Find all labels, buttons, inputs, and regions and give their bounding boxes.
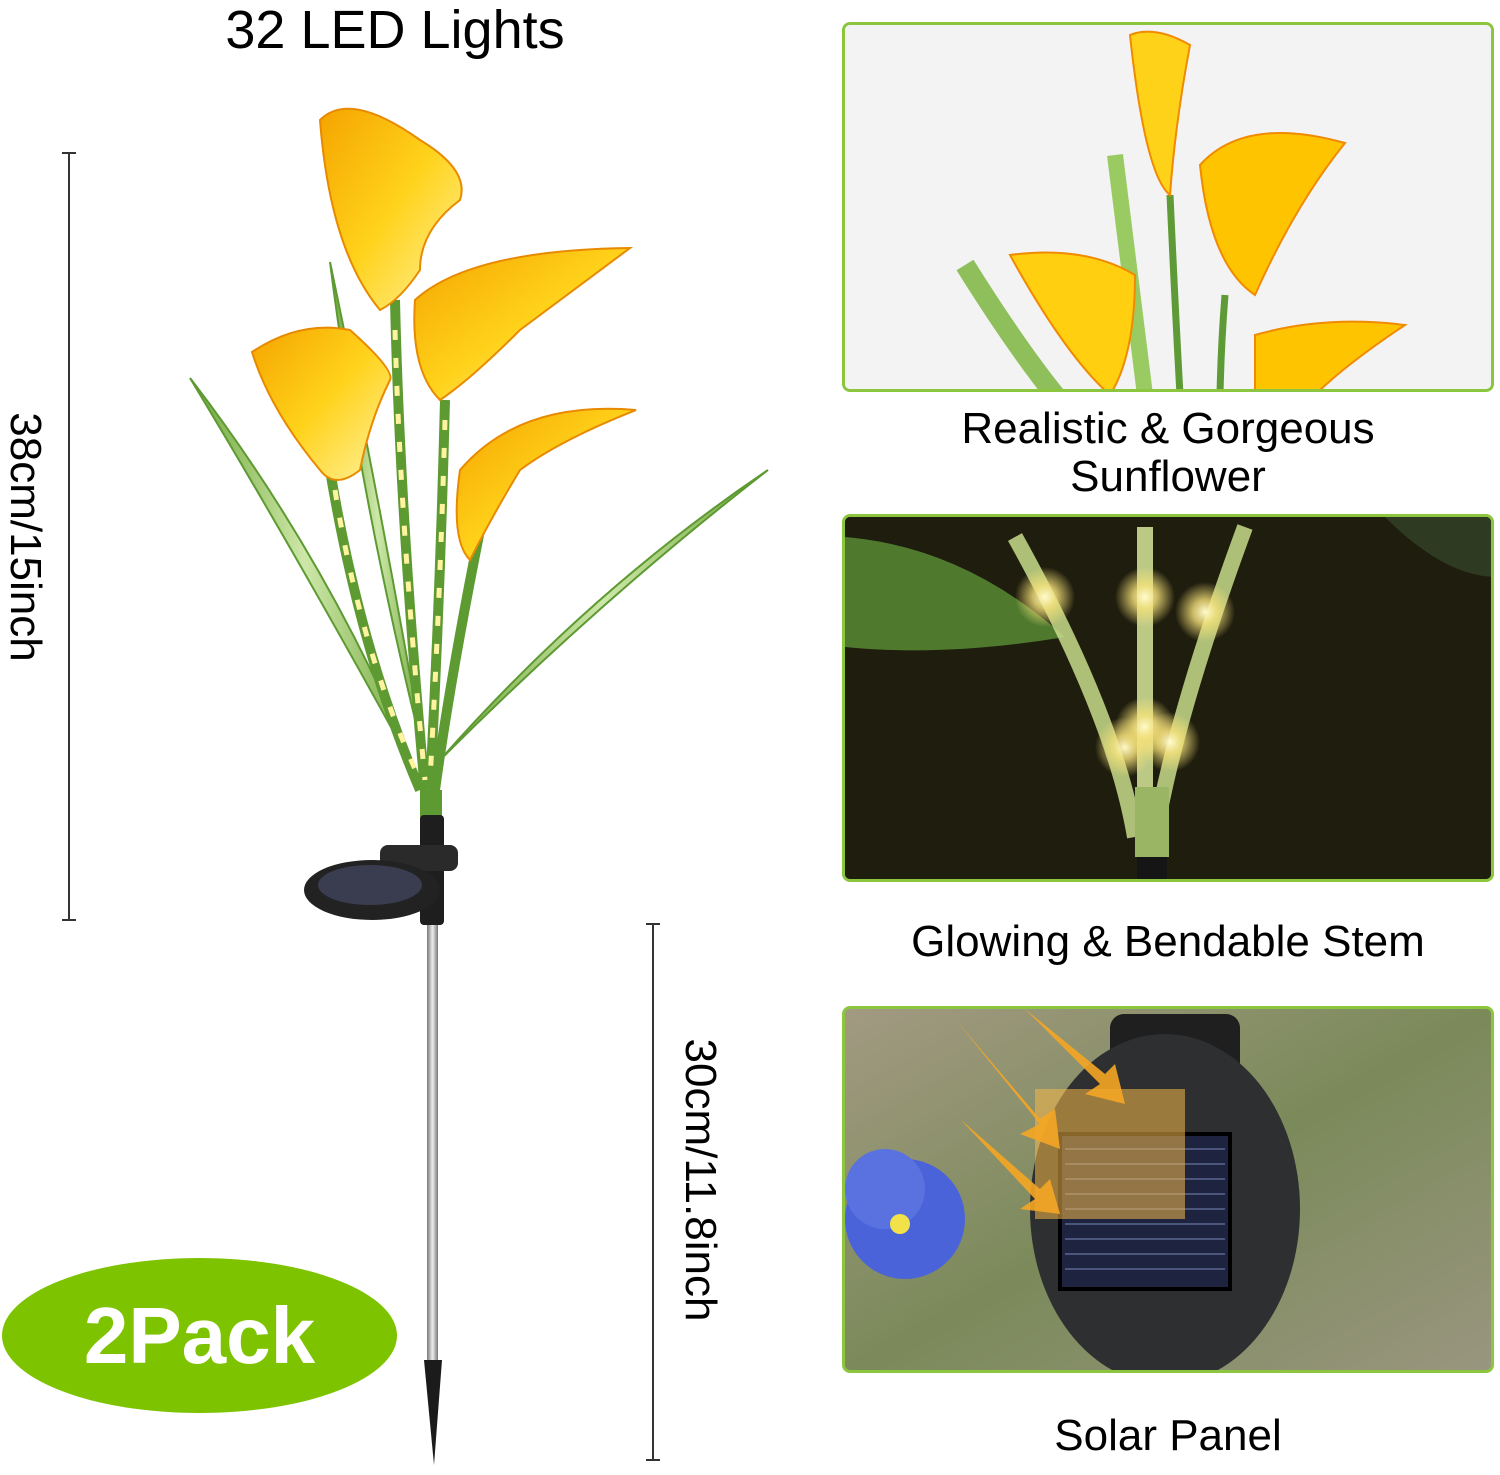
stake-height-line — [652, 924, 654, 1460]
flower-height-tick-top — [62, 152, 76, 154]
feature-panel-solar — [842, 1006, 1494, 1373]
calla-lily-photo — [845, 25, 1491, 389]
stake-height-tick-bottom — [646, 1459, 660, 1461]
stake-height-label: 30cm/11.8inch — [676, 1038, 725, 1322]
feature-panel-flowers — [842, 22, 1494, 392]
caption-flowers-line1: Realistic & Gorgeous — [961, 404, 1375, 453]
solar-panel-photo — [845, 1009, 1491, 1370]
caption-flowers-line2: Sunflower — [1070, 452, 1266, 501]
flower-height-label: 38cm/15inch — [1, 412, 50, 662]
flower-height-line — [68, 153, 70, 920]
caption-flowers: Realistic & Gorgeous Sunflower — [842, 405, 1494, 501]
flower-height-tick-bottom — [62, 919, 76, 921]
calla-lily-light-illustration — [189, 107, 769, 1465]
feature-panel-glowing-stem — [842, 514, 1494, 882]
glowing-stem-photo — [845, 517, 1491, 879]
pack-badge: 2Pack — [2, 1258, 397, 1413]
product-image — [180, 95, 780, 1475]
caption-solar: Solar Panel — [1054, 1411, 1282, 1460]
caption-glowing-stem: Glowing & Bendable Stem — [911, 917, 1425, 966]
stake-height-tick-top — [646, 923, 660, 925]
headline: 32 LED Lights — [225, 0, 565, 60]
